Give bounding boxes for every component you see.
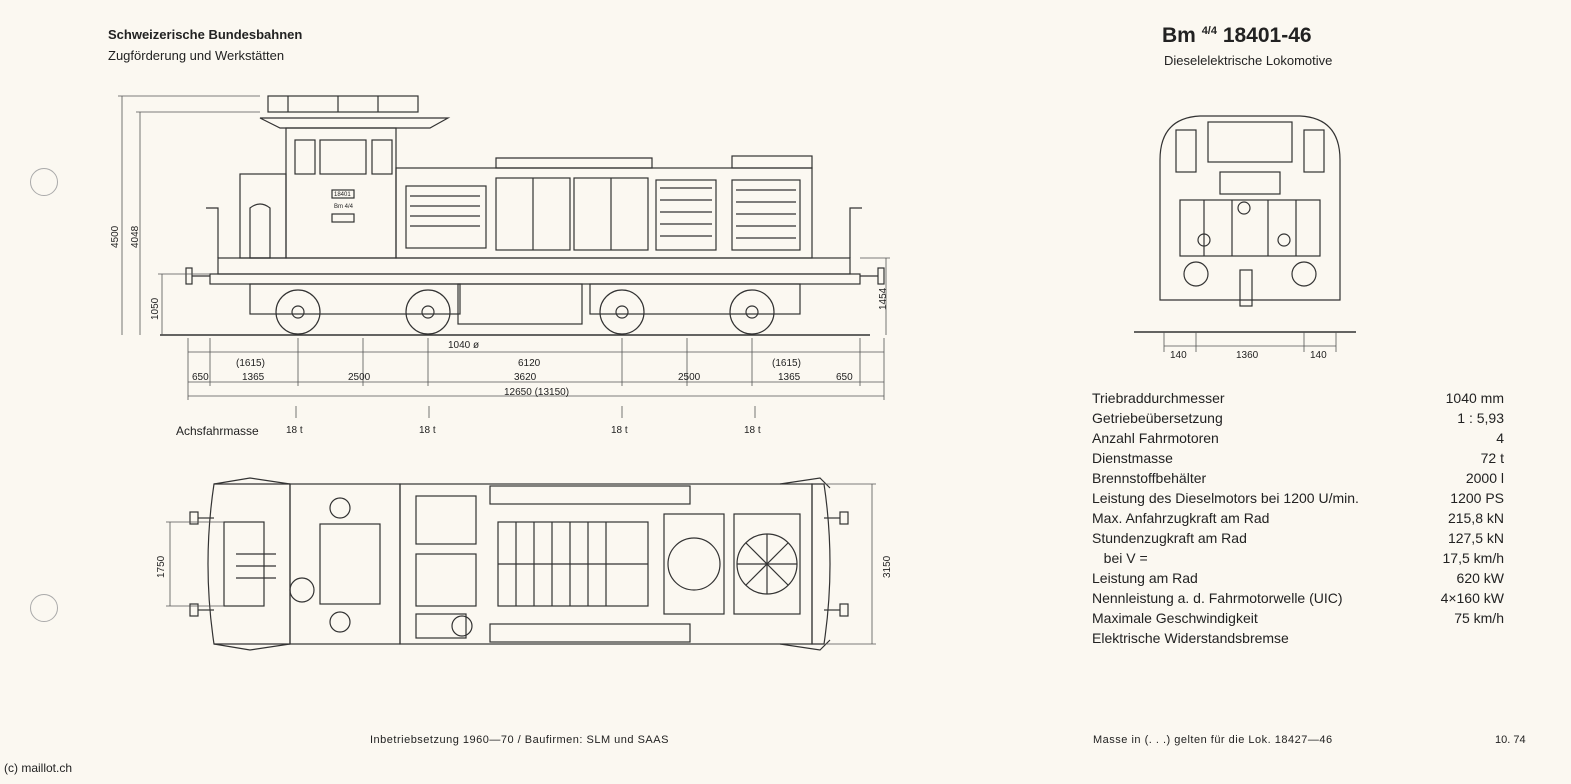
spec-label: Brennstoffbehälter: [1092, 470, 1207, 486]
axle-load-label: Achsfahrmasse: [176, 424, 259, 438]
spec-value: 1200 PS: [1450, 490, 1504, 506]
spec-value: 1 : 5,93: [1457, 410, 1504, 426]
loco-title: Bm 4/4 18401-46: [1162, 24, 1312, 48]
footer-note: Masse in (. . .) gelten für die Lok. 184…: [1093, 734, 1333, 746]
loco-subtitle: Dieselelektrische Lokomotive: [1164, 53, 1333, 68]
dim-1365-right: 1365: [778, 372, 801, 383]
spec-row: Max. Anfahrzugkraft am Rad 215,8 kN: [1092, 510, 1512, 530]
dim-end-140-left: 140: [1170, 350, 1187, 361]
org-name: Schweizerische Bundesbahnen: [108, 27, 303, 42]
dim-1750: 1750: [156, 555, 167, 578]
spec-label: Anzahl Fahrmotoren: [1092, 430, 1219, 446]
axle-load-4: 18 t: [744, 425, 761, 436]
spec-value: 17,5 km/h: [1442, 550, 1504, 566]
dim-6120: 6120: [518, 358, 541, 369]
spec-row: Elektrische Widerstandsbremse: [1092, 630, 1512, 650]
spec-value: 2000 l: [1465, 470, 1504, 486]
dim-1050: 1050: [150, 297, 161, 320]
dim-end-140-right: 140: [1310, 350, 1327, 361]
dim-3620: 3620: [514, 372, 537, 383]
dim-1454: 1454: [878, 287, 889, 310]
spec-value: 127,5 kN: [1447, 530, 1504, 546]
footer-date: 10. 74: [1495, 734, 1526, 746]
copyright: (c) maillot.ch: [4, 761, 73, 775]
title-prefix: Bm: [1162, 24, 1196, 47]
spec-label: Leistung des Dieselmotors bei 1200 U/min…: [1092, 490, 1359, 506]
dim-2500-right: 2500: [678, 372, 701, 383]
side-view-drawing: 4500 4048 1050 1454 1040 ø (1615) 6120 (…: [110, 95, 890, 436]
spec-value: 215,8 kN: [1447, 510, 1504, 526]
spec-row: Brennstoffbehälter 2000 l: [1092, 470, 1512, 490]
dim-1615-left: (1615): [236, 358, 265, 369]
spec-label: Maximale Geschwindigkeit: [1092, 610, 1258, 626]
title-fraction: 4/4: [1201, 25, 1217, 37]
spec-row: Stundenzugkraft am Rad 127,5 kN: [1092, 530, 1512, 550]
title-number: 18401-46: [1222, 24, 1312, 47]
spec-row: Leistung des Dieselmotors bei 1200 U/min…: [1092, 490, 1512, 510]
spec-value: 1040 mm: [1445, 390, 1504, 406]
dim-1615-right: (1615): [772, 358, 801, 369]
top-view-drawing: 1750 3150: [156, 477, 893, 651]
dim-4500: 4500: [110, 225, 121, 248]
spec-label: Getriebeübersetzung: [1092, 410, 1223, 426]
end-view-drawing: 140 1360 140: [1134, 115, 1356, 361]
spec-row: Triebraddurchmesser 1040 mm: [1092, 390, 1512, 410]
spec-row: Dienstmasse 72 t: [1092, 450, 1512, 470]
spec-label: Elektrische Widerstandsbremse: [1092, 630, 1289, 646]
spec-label: bei V =: [1092, 550, 1148, 566]
dim-wheel-dia: 1040 ø: [448, 340, 479, 351]
spec-value: 72 t: [1480, 450, 1504, 466]
cab-plate-class: Bm 4/4: [334, 204, 354, 210]
spec-table: Triebraddurchmesser 1040 mm Getriebeüberse…: [1092, 390, 1512, 650]
spec-row: Nennleistung a. d. Fahrmotorwelle (UIC) 4…: [1092, 590, 1512, 610]
axle-load-1: 18 t: [286, 425, 303, 436]
dim-3150: 3150: [882, 555, 893, 578]
spec-label: Dienstmasse: [1092, 450, 1173, 466]
spec-label: Nennleistung a. d. Fahrmotorwelle (UIC): [1092, 590, 1343, 606]
spec-value: 75 km/h: [1454, 610, 1504, 626]
spec-label: Leistung am Rad: [1092, 570, 1198, 586]
dim-650-right: 650: [836, 372, 853, 383]
axle-load-3: 18 t: [611, 425, 628, 436]
dim-4048: 4048: [130, 225, 141, 248]
dim-total-length: 12650 (13150): [504, 387, 569, 398]
spec-row: Maximale Geschwindigkeit 75 km/h: [1092, 610, 1512, 630]
dim-2500-left: 2500: [348, 372, 371, 383]
spec-value: 4×160 kW: [1440, 590, 1504, 606]
spec-row: Leistung am Rad 620 kW: [1092, 570, 1512, 590]
org-division: Zugförderung und Werkstätten: [108, 48, 285, 63]
dim-1365-left: 1365: [242, 372, 265, 383]
spec-row: bei V = 17,5 km/h: [1092, 550, 1512, 570]
footer-commissioning: Inbetriebsetzung 1960—70 / Baufirmen: SL…: [370, 734, 669, 746]
spec-value: 4: [1496, 430, 1504, 446]
binder-hole-top: [30, 168, 58, 196]
binder-hole-bottom: [30, 594, 58, 622]
axle-load-2: 18 t: [419, 425, 436, 436]
spec-row: Anzahl Fahrmotoren 4: [1092, 430, 1512, 450]
spec-row: Getriebeübersetzung 1 : 5,93: [1092, 410, 1512, 430]
dim-650-left: 650: [192, 372, 209, 383]
spec-label: Max. Anfahrzugkraft am Rad: [1092, 510, 1270, 526]
spec-value: 620 kW: [1456, 570, 1504, 586]
dim-end-1360: 1360: [1236, 350, 1259, 361]
spec-label: Stundenzugkraft am Rad: [1092, 530, 1247, 546]
cab-plate-number: 18401: [334, 192, 351, 198]
spec-label: Triebraddurchmesser: [1092, 390, 1225, 406]
